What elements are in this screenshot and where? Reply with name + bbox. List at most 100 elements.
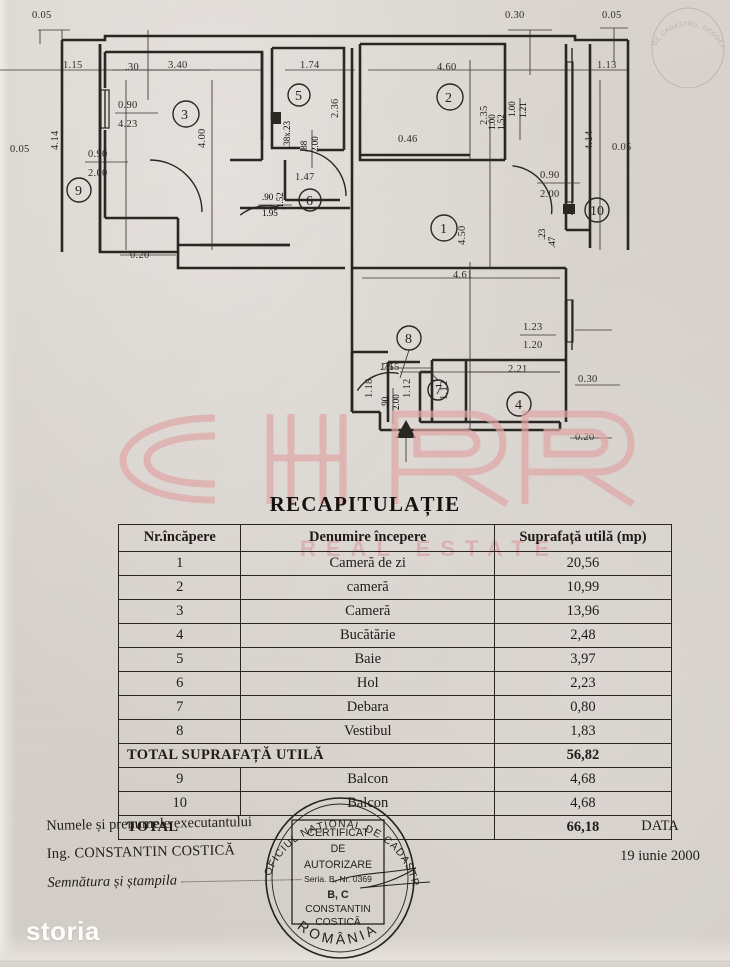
svg-text:6: 6: [306, 194, 313, 209]
svg-text:.38x.23: .38x.23: [282, 121, 292, 149]
cell-area: 2,48: [493, 623, 673, 648]
recap-table: Nr.încăpere Denumire începere Suprafață …: [117, 524, 673, 840]
table-row: 7 Debara 0,80: [117, 695, 673, 720]
svg-text:2.35: 2.35: [479, 105, 490, 125]
svg-text:2.00: 2.00: [310, 136, 320, 152]
cell-name: Cameră: [240, 599, 495, 624]
svg-text:0.05: 0.05: [10, 144, 30, 155]
svg-text:5: 5: [295, 89, 302, 104]
header-area: Suprafață utilă (mp): [493, 524, 673, 552]
header-nr: Nr.încăpere: [117, 524, 242, 552]
svg-text:3: 3: [181, 108, 188, 123]
plan-door-swings: [149, 149, 553, 391]
svg-text:1.47: 1.47: [295, 172, 315, 183]
svg-text:2.00: 2.00: [88, 168, 108, 179]
cell-name: Vestibul: [240, 719, 495, 744]
recap-title: RECAPITULAȚIE: [269, 492, 461, 516]
cell-area: 4,68: [493, 767, 673, 792]
svg-text:2.36: 2.36: [330, 98, 341, 118]
svg-text:.30: .30: [125, 62, 139, 73]
svg-text:1.15: 1.15: [63, 60, 83, 71]
date-label: DATA: [641, 818, 679, 834]
cell-area: 2,23: [493, 671, 673, 696]
table-row: 2 cameră 10,99: [117, 575, 673, 600]
cell-name: Cameră de zi: [240, 551, 495, 576]
svg-text:4.50: 4.50: [457, 225, 468, 245]
cell-nr: 4: [117, 623, 242, 648]
cell-nr: 6: [117, 671, 242, 696]
table-row: 1 Cameră de zi 20,56: [117, 551, 673, 576]
svg-text:1.13: 1.13: [597, 60, 617, 71]
svg-text:4.61: 4.61: [453, 270, 473, 281]
svg-text:1.23: 1.23: [523, 322, 543, 333]
cell-name: Debara: [240, 695, 495, 720]
plan-room-markers: 3 5 6 2 1 8 7 4 9 10: [66, 83, 610, 417]
cell-nr: 1: [117, 551, 242, 576]
svg-text:1.12: 1.12: [439, 380, 450, 400]
table-row: 9 Balcon 4,68: [117, 767, 673, 792]
subtotal-label: TOTAL SUPRAFAȚĂ UTILĂ: [118, 743, 495, 768]
svg-text:1.18: 1.18: [364, 378, 375, 398]
signature-dotted-line: [181, 878, 302, 882]
floor-plan-drawing: 0.05 1.15 .30 3.40 1.74 4.60 0.30 1.13 0…: [0, 10, 632, 462]
scan-edge-bottom: [0, 934, 730, 960]
svg-text:1.00: 1.00: [487, 114, 497, 130]
cell-area: 0,80: [493, 695, 673, 720]
svg-text:4.23: 4.23: [118, 119, 138, 130]
svg-text:2.00: 2.00: [540, 189, 560, 200]
table-subtotal-row: TOTAL SUPRAFAȚĂ UTILĂ 56,82: [118, 743, 673, 768]
svg-text:8: 8: [405, 332, 412, 347]
svg-text:1.21: 1.21: [518, 102, 528, 118]
svg-text:4: 4: [515, 398, 522, 413]
svg-text:.71: .71: [380, 362, 394, 373]
svg-text:2.21: 2.21: [508, 364, 528, 375]
cell-area: 3,97: [493, 647, 673, 672]
cell-area: 1,83: [493, 719, 673, 744]
svg-text:4.00: 4.00: [197, 128, 208, 148]
cell-nr: 2: [117, 575, 242, 600]
header-name: Denumire începere: [240, 524, 495, 552]
cell-area: 13,96: [493, 599, 673, 624]
svg-text:0.90: 0.90: [118, 100, 138, 111]
svg-text:3.40: 3.40: [168, 60, 188, 71]
entrance-arrow-icon: [396, 420, 416, 462]
cell-area: 10,99: [493, 575, 673, 600]
svg-text:0.05: 0.05: [612, 142, 632, 153]
svg-text:7: 7: [435, 383, 442, 398]
svg-text:.90: .90: [380, 396, 390, 408]
cell-area: 20,56: [493, 551, 673, 576]
cell-nr: 5: [117, 647, 242, 672]
cell-name: Hol: [240, 671, 495, 696]
svg-text:4.14: 4.14: [50, 130, 61, 150]
plan-openings: [100, 61, 575, 343]
table-row: 5 Baie 3,97: [117, 647, 673, 672]
svg-text:0.90: 0.90: [540, 170, 560, 181]
svg-text:.88: .88: [299, 140, 309, 152]
cell-name: Baie: [240, 647, 495, 672]
plan-door-labels: 0.90 4.23 0.90 2.00 .90 1.95 .88 2.00 1.…: [85, 98, 580, 424]
cell-nr: 7: [117, 695, 242, 720]
svg-text:0.20: 0.20: [575, 432, 595, 443]
subtotal-area: 56,82: [493, 743, 673, 768]
svg-text:0.46: 0.46: [398, 134, 418, 145]
svg-text:0.05: 0.05: [32, 10, 52, 21]
cell-nr: 9: [117, 767, 242, 792]
svg-text:2: 2: [445, 91, 452, 106]
svg-text:4.14: 4.14: [584, 130, 595, 150]
cell-name: Balcon: [240, 767, 495, 792]
svg-text:1: 1: [440, 222, 447, 237]
svg-text:0.20: 0.20: [130, 250, 150, 261]
svg-text:0.30: 0.30: [578, 374, 598, 385]
svg-text:9: 9: [75, 184, 82, 199]
plan-dimension-lines: [0, 27, 628, 100]
svg-text:1.20: 1.20: [523, 340, 543, 351]
table-row: 8 Vestibul 1,83: [117, 719, 673, 744]
signature-label: Semnătura și ștampila: [47, 872, 178, 891]
cell-nr: 8: [117, 719, 242, 744]
storia-watermark: storia: [26, 916, 100, 946]
table-row: 6 Hol 2,23: [117, 671, 673, 696]
footer-date-block: DATA 19 iunie 2000: [600, 812, 720, 871]
svg-text:1.12: 1.12: [402, 378, 413, 398]
footer-executant-block: Numele și prenumele executantului Ing. C…: [46, 806, 378, 897]
svg-text:1.52: 1.52: [275, 192, 285, 208]
